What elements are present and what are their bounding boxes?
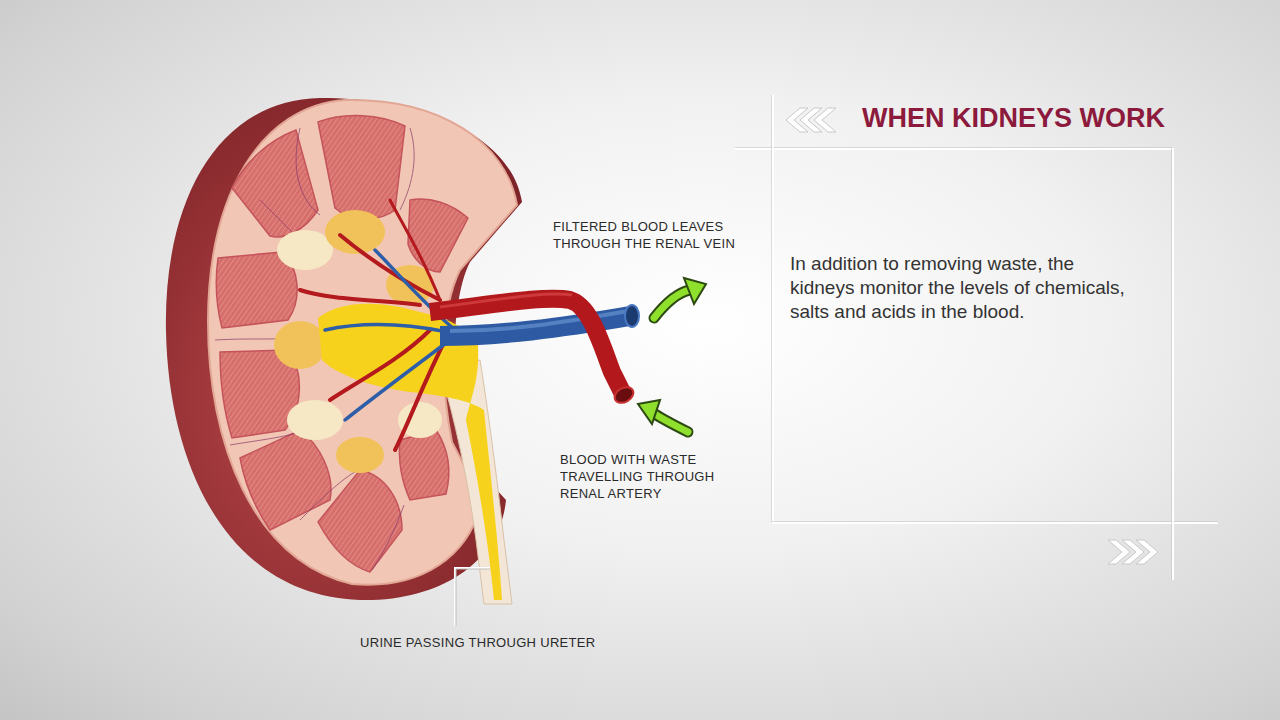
chevrons-right: [1108, 540, 1158, 564]
panel-heading: WHEN KIDNEYS WORK: [862, 103, 1165, 134]
vein-branches: [325, 250, 460, 420]
kidney-shell: [166, 98, 522, 600]
text-panel: WHEN KIDNEYS WORK In addition to removing…: [772, 95, 1172, 522]
ureter-label: URINE PASSING THROUGH URETER: [360, 634, 680, 651]
vein-label: FILTERED BLOOD LEAVES THROUGH THE RENAL …: [553, 218, 753, 252]
leader-line: [455, 568, 490, 626]
artery-label: BLOOD WITH WASTE TRAVELLING THROUGH RENA…: [560, 451, 745, 502]
chevrons-left: [786, 108, 836, 132]
renal-artery-end: [612, 384, 636, 406]
panel-body: In addition to removing waste, the kidne…: [790, 252, 1140, 324]
renal-vein-end: [625, 305, 639, 327]
flow-arrow-in: [638, 400, 688, 432]
renal-pelvis: [318, 304, 502, 600]
flow-arrow-out: [654, 278, 706, 318]
frame-lines: [735, 95, 1218, 580]
renal-artery: [430, 299, 622, 392]
